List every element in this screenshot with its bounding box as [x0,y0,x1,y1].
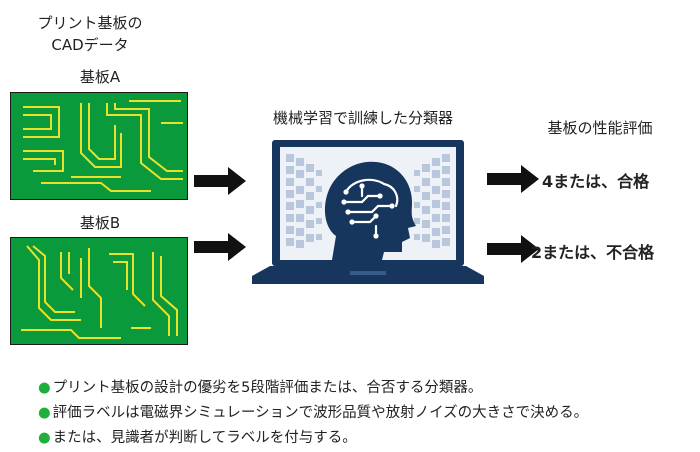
note-item-1: ●プリント基板の設計の優劣を5段階評価または、合否する分類器。 [38,376,482,397]
note-text-3: または、見識者が判断してラベルを付与する。 [52,430,357,446]
board-a-label: 基板A [79,68,121,86]
input-title-line2: CADデータ [51,36,129,54]
arrow-to-result-a [487,165,539,193]
result-board-b: 2または、不合格 [531,243,655,262]
arrow-board-b-to-classifier [194,233,246,261]
bullet-dot-icon: ● [38,405,51,421]
arrow-board-a-to-classifier [194,167,246,195]
result-board-a: 4または、合格 [542,172,650,191]
brain-circuit-nodes [341,183,395,239]
laptop-illustration [252,140,484,284]
bullet-dot-icon: ● [38,380,51,396]
screen-grid-right [414,154,450,248]
board-b [10,237,188,345]
board-b-traces [21,245,178,339]
board-a-traces [23,100,183,192]
note-text-2: 評価ラベルは電磁界シミュレーションで波形品質や放射ノイズの大きさで決める。 [52,405,589,421]
note-item-3: ●または、見識者が判断してラベルを付与する。 [38,426,357,447]
input-title-line1: プリント基板の [37,14,143,32]
board-a [10,92,188,200]
laptop-touchpad [350,271,386,275]
screen-grid-left [286,154,322,248]
board-b-label: 基板B [79,214,121,232]
arrow-to-result-b [487,235,539,263]
head-silhouette-icon [324,161,416,260]
note-item-2: ●評価ラベルは電磁界シミュレーションで波形品質や放射ノイズの大きさで決める。 [38,401,588,422]
laptop-base-edge [252,276,484,284]
note-text-1: プリント基板の設計の優劣を5段階評価または、合否する分類器。 [52,380,483,396]
bullet-dot-icon: ● [38,430,51,446]
classifier-title: 機械学習で訓練した分類器 [272,109,453,127]
output-title: 基板の性能評価 [547,119,653,137]
